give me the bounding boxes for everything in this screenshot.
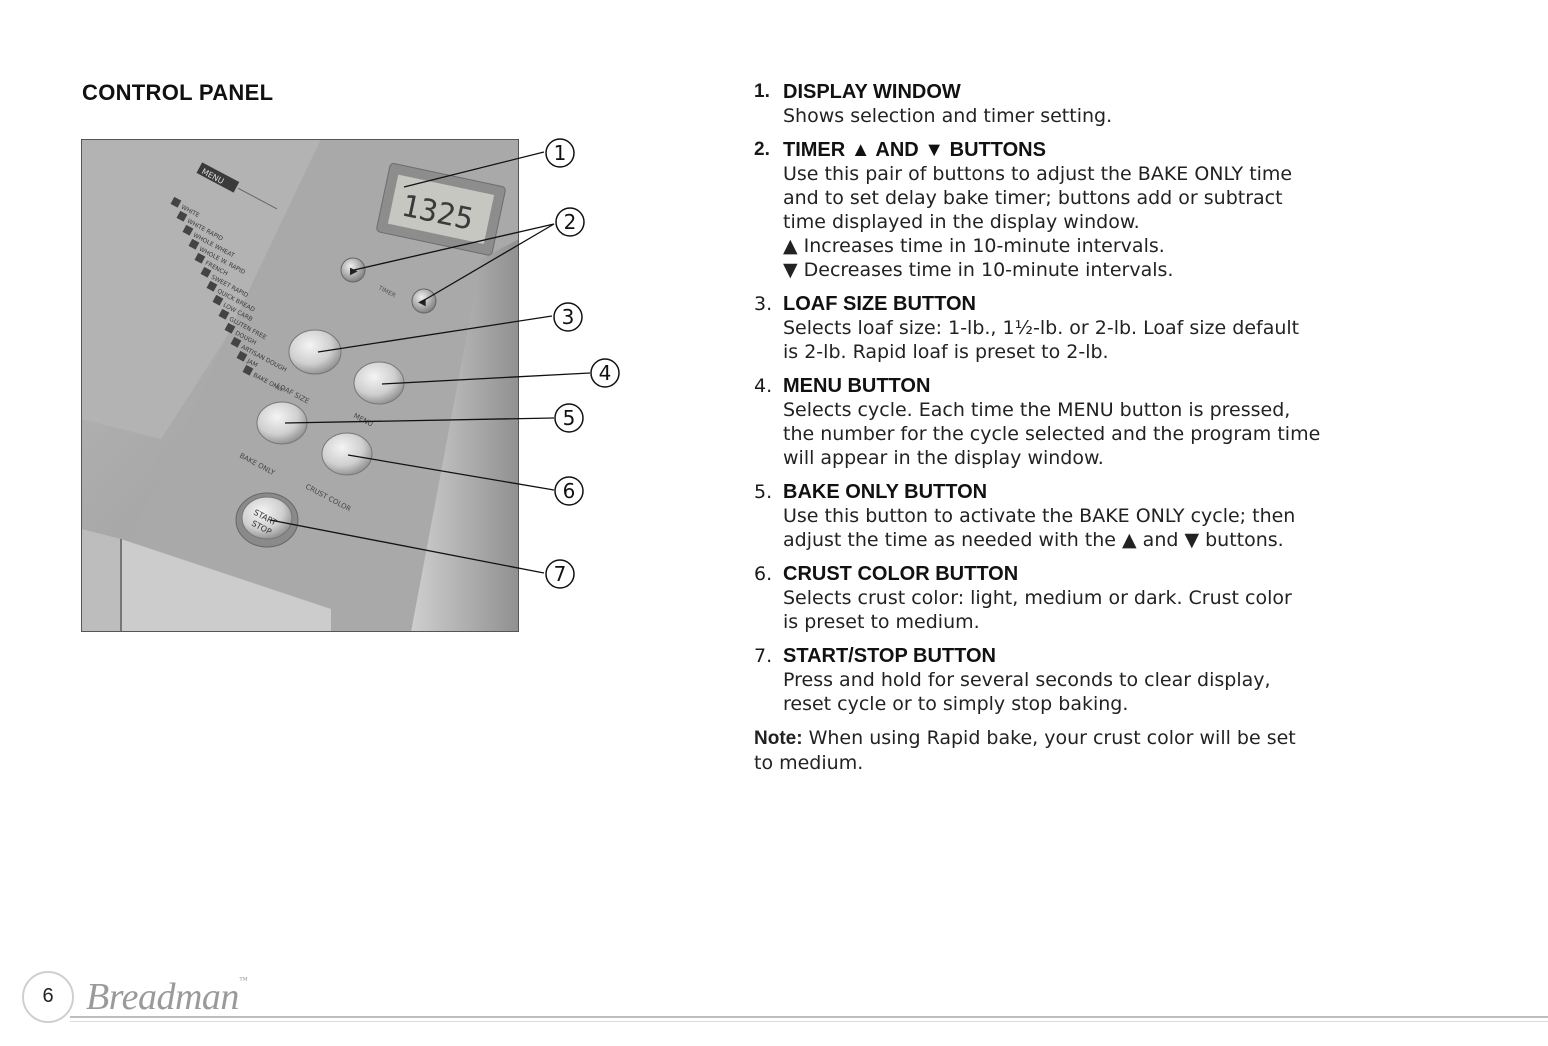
menu-number-box (182, 224, 194, 236)
item-line: Use this pair of buttons to adjust the B… (783, 163, 1293, 185)
item-line: Selects crust color: light, medium or da… (783, 587, 1292, 609)
item-title: MENU BUTTON (783, 375, 931, 397)
brand-logo: Breadman™ (86, 975, 248, 1019)
callout-5: 5 (563, 406, 576, 430)
control-descriptions: 1. DISPLAY WINDOW Shows selection and ti… (754, 80, 1334, 775)
menu-number-box (194, 252, 206, 264)
menu-number-box (236, 350, 248, 362)
callout-3: 3 (562, 305, 575, 329)
item-title: BAKE ONLY BUTTON (783, 481, 988, 503)
item-line: Selects loaf size: 1-lb., 1½-lb. or 2-lb… (783, 317, 1300, 339)
note-text-1: When using Rapid bake, your crust color … (802, 727, 1296, 749)
item-number: 3. (754, 293, 773, 315)
item-number: 1. (754, 81, 770, 102)
footer-rule-thin (70, 1021, 1548, 1022)
menu-number-box (224, 322, 236, 334)
item-line: ▼ Decreases time in 10-minute intervals. (783, 259, 1174, 281)
menu-number-box (188, 238, 200, 250)
note: Note: When using Rapid bake, your crust … (754, 726, 1334, 775)
menu-list-item: JAM (236, 350, 259, 369)
loaf-size-button[interactable] (288, 329, 342, 375)
bake-only-button[interactable] (256, 401, 308, 445)
item-line: Press and hold for several seconds to cl… (783, 669, 1271, 691)
item-number: 6. (754, 563, 773, 585)
item-line: ▲ Increases time in 10-minute intervals. (783, 235, 1165, 257)
svg-text:◀: ◀ (418, 297, 426, 308)
menu-number-box (170, 196, 182, 208)
callout-6: 6 (563, 479, 576, 503)
item-line: and to set delay bake timer; buttons add… (783, 187, 1283, 209)
callout-2: 2 (564, 210, 577, 234)
item-line: is preset to medium. (783, 611, 980, 633)
item-number: 5. (754, 481, 773, 503)
item-crust-color: 6. CRUST COLOR BUTTON Selects crust colo… (754, 562, 1334, 634)
crust-color-button[interactable] (321, 432, 373, 476)
brand-name: Breadman (86, 976, 239, 1018)
item-start-stop: 7. START/STOP BUTTON Press and hold for … (754, 644, 1334, 716)
item-timer-buttons: 2. TIMER ▲ AND ▼ BUTTONS Use this pair o… (754, 138, 1334, 282)
menu-number-box (206, 280, 218, 292)
menu-number-box (230, 336, 242, 348)
item-number: 4. (754, 375, 773, 397)
menu-number-box (242, 364, 254, 376)
item-display-window: 1. DISPLAY WINDOW Shows selection and ti… (754, 80, 1334, 128)
item-title: CRUST COLOR BUTTON (783, 563, 1019, 585)
section-title: CONTROL PANEL (82, 80, 274, 105)
page-number-badge (22, 971, 74, 1023)
item-title: START/STOP BUTTON (783, 645, 996, 667)
item-line: adjust the time as needed with the ▲ and… (783, 529, 1284, 551)
footer-rule (70, 1016, 1548, 1018)
note-label: Note: (754, 728, 803, 749)
item-line: Selects cycle. Each time the MENU button… (783, 399, 1291, 421)
menu-number-box (218, 308, 230, 320)
brand-trademark: ™ (238, 975, 248, 985)
item-bake-only: 5. BAKE ONLY BUTTON Use this button to a… (754, 480, 1334, 552)
item-number: 7. (754, 645, 773, 667)
item-title: LOAF SIZE BUTTON (783, 293, 976, 315)
item-loaf-size: 3. LOAF SIZE BUTTON Selects loaf size: 1… (754, 292, 1334, 364)
item-title: DISPLAY WINDOW (783, 81, 961, 103)
callout-7: 7 (554, 562, 567, 586)
callout-1: 1 (554, 141, 567, 165)
callout-4: 4 (599, 361, 612, 385)
menu-number-box (176, 210, 188, 222)
item-line: will appear in the display window. (783, 447, 1104, 469)
menu-button[interactable] (353, 361, 405, 405)
item-title: TIMER ▲ AND ▼ BUTTONS (783, 139, 1046, 161)
item-line: is 2-lb. Rapid loaf is preset to 2-lb. (783, 341, 1109, 363)
item-line: Use this button to activate the BAKE ONL… (783, 505, 1296, 527)
item-line: reset cycle or to simply stop baking. (783, 693, 1129, 715)
item-line: time displayed in the display window. (783, 211, 1140, 233)
menu-item-label: JAM (245, 357, 259, 369)
svg-text:▶: ▶ (350, 266, 358, 277)
item-number: 2. (754, 139, 770, 160)
page-number: 6 (42, 985, 54, 1007)
menu-number-box (200, 266, 212, 278)
menu-number-box (212, 294, 224, 306)
item-menu-button: 4. MENU BUTTON Selects cycle. Each time … (754, 374, 1334, 470)
note-text-2: to medium. (754, 752, 864, 774)
item-line: Shows selection and timer setting. (783, 105, 1113, 127)
item-line: the number for the cycle selected and th… (783, 423, 1321, 445)
